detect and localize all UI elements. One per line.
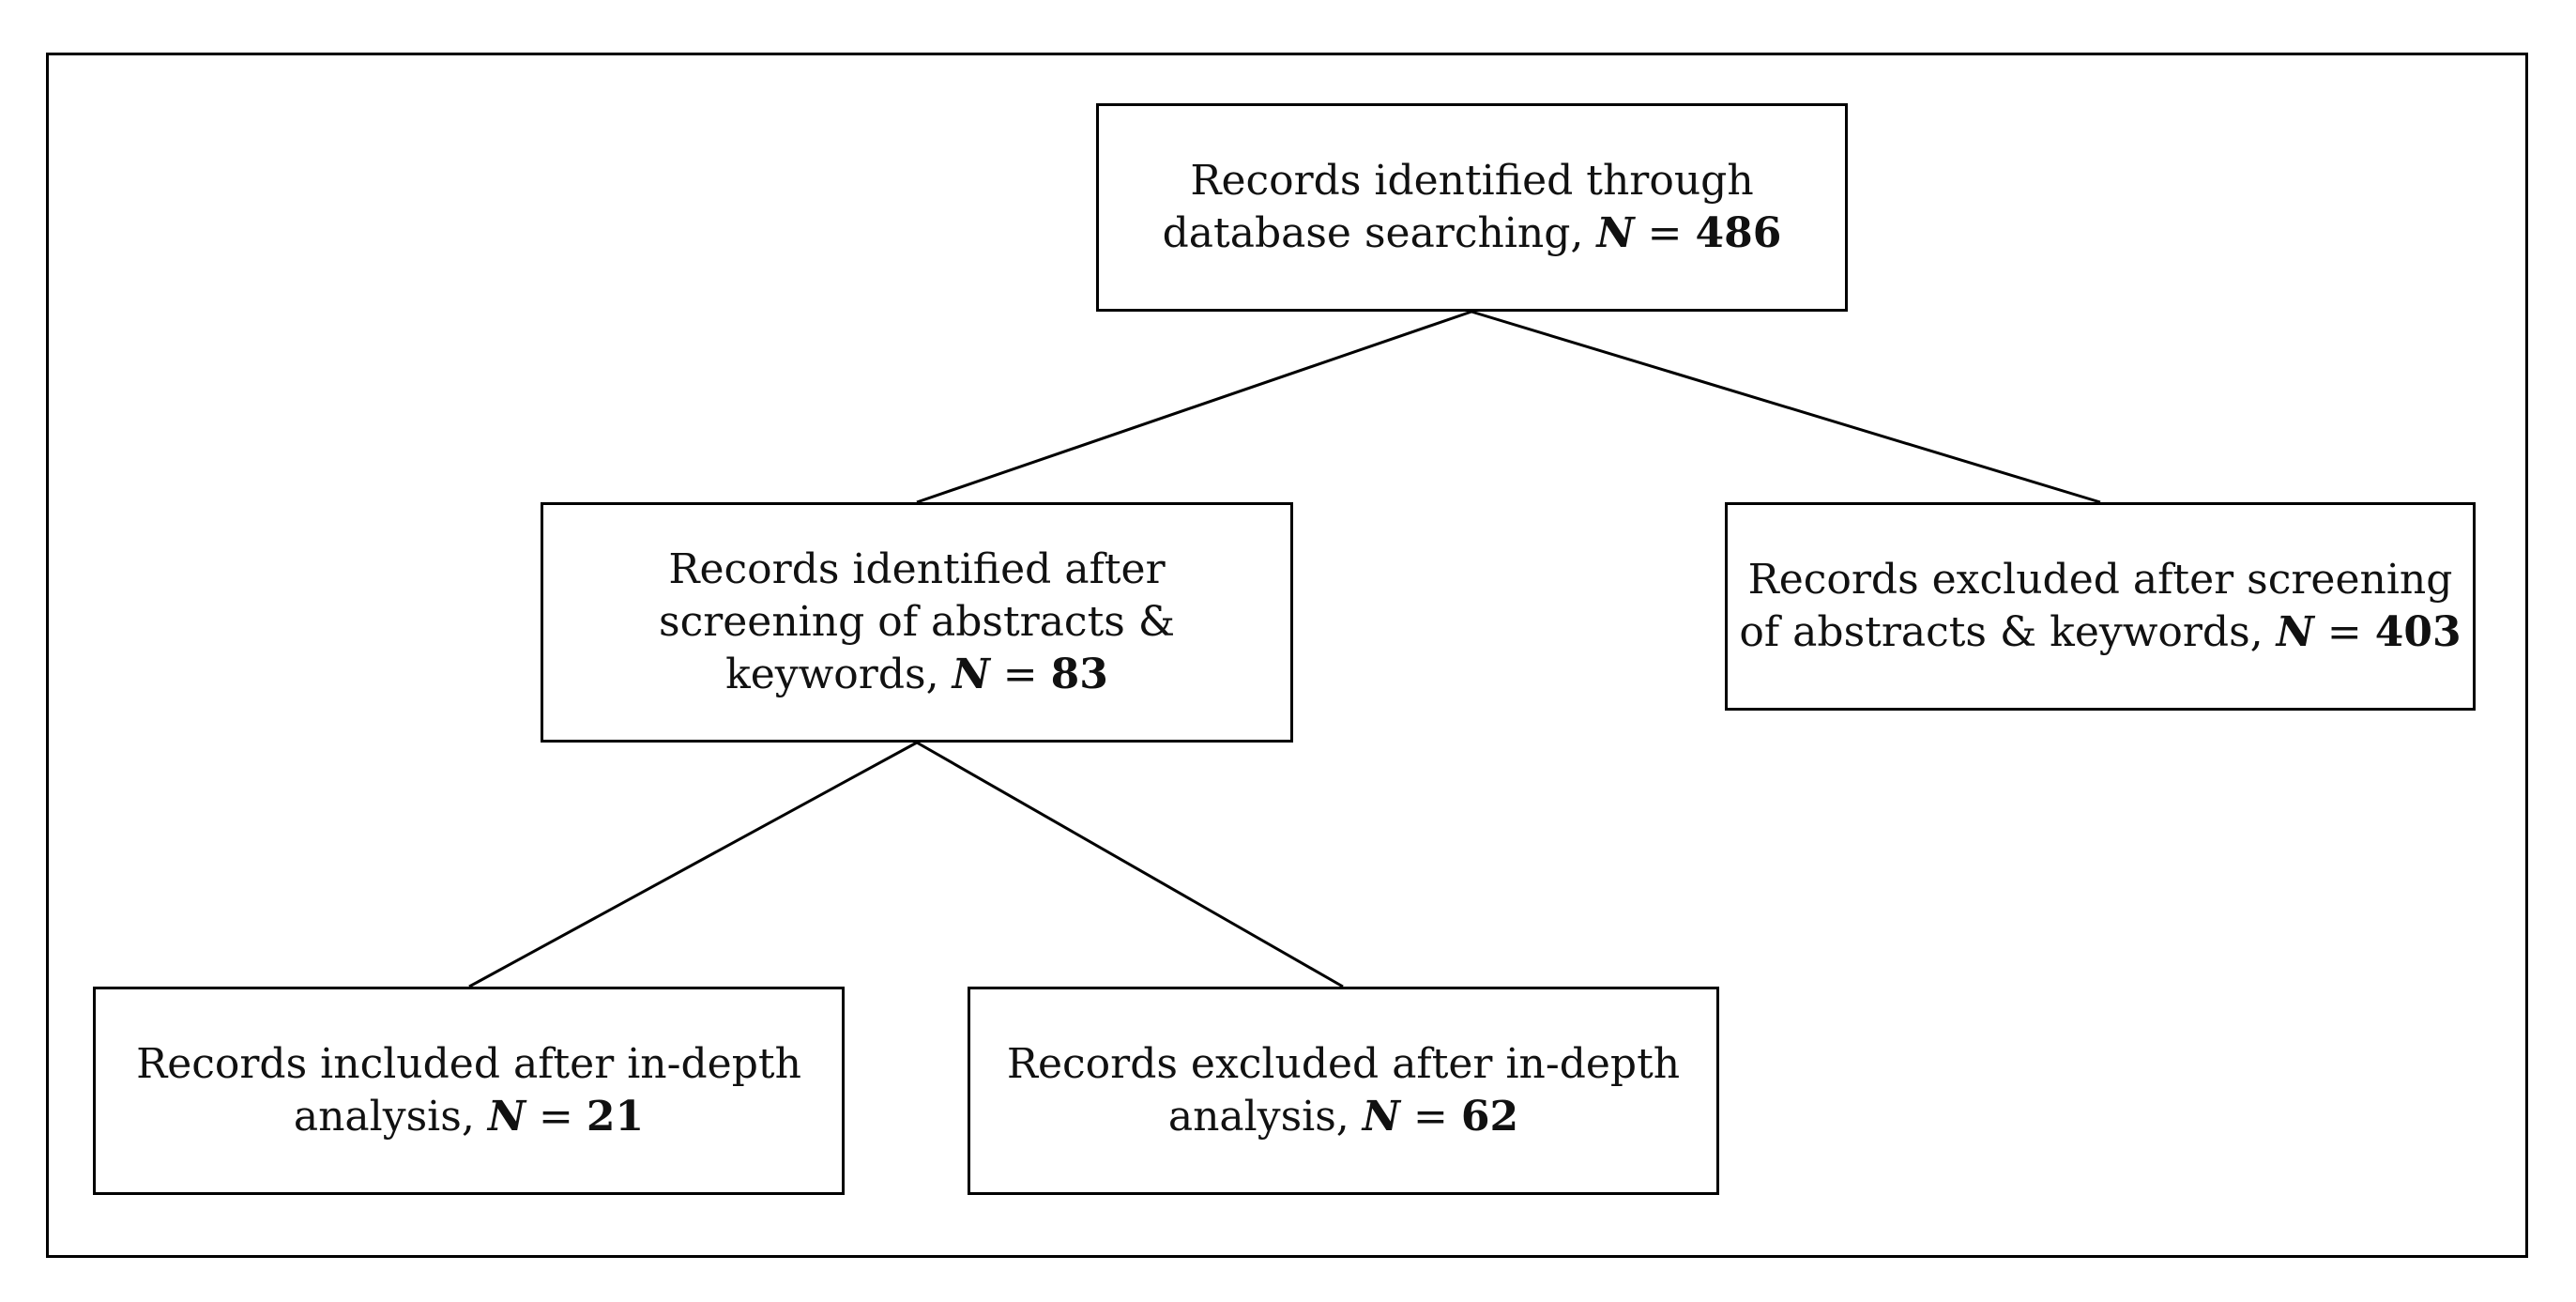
node-text: keywords,	[725, 651, 939, 699]
node-text-line: database searching, N = 486	[1163, 207, 1782, 260]
n-symbol: N	[1596, 209, 1635, 257]
edge-screened-to-included	[468, 741, 918, 988]
node-text: analysis,	[1167, 1093, 1349, 1141]
n-symbol: N	[952, 651, 990, 699]
n-value: 403	[2374, 608, 2462, 656]
node-records-identified-database: Records identified through database sear…	[1096, 103, 1848, 312]
n-value: 21	[586, 1093, 645, 1141]
n-equals: =	[1413, 1093, 1448, 1141]
node-text-line: analysis, N = 21	[136, 1091, 801, 1143]
node-text: database searching,	[1162, 209, 1584, 257]
n-symbol: N	[1362, 1093, 1401, 1141]
n-equals: =	[1002, 651, 1038, 699]
edge-screened-to-excluded-depth	[916, 741, 1344, 988]
n-symbol: N	[487, 1093, 526, 1141]
node-text-line: Records identified through	[1190, 156, 1754, 205]
n-value: 62	[1460, 1093, 1519, 1141]
node-records-after-screening: Records identified after screening of ab…	[541, 502, 1293, 743]
edge-search-to-screened	[916, 310, 1472, 504]
n-equals: =	[1647, 209, 1683, 257]
n-equals: =	[2326, 608, 2362, 656]
node-text-line: Records excluded after screening	[1747, 555, 2453, 604]
node-text: analysis,	[293, 1093, 475, 1141]
node-text-line: analysis, N = 62	[1007, 1091, 1680, 1143]
n-value: 83	[1050, 651, 1108, 699]
n-equals: =	[539, 1093, 573, 1141]
node-text-line: Records excluded after in-depth	[1006, 1039, 1681, 1088]
edge-search-to-excluded-screen	[1471, 310, 2101, 504]
node-records-excluded-in-depth: Records excluded after in-depth analysis…	[968, 987, 1719, 1195]
node-records-excluded-screening: Records excluded after screening of abst…	[1725, 502, 2476, 711]
node-text: of abstracts & keywords,	[1739, 608, 2264, 656]
node-text-line: of abstracts & keywords, N = 403	[1739, 606, 2461, 659]
n-value: 486	[1695, 209, 1782, 257]
node-text-line: keywords, N = 83	[659, 649, 1175, 701]
node-records-included-in-depth: Records included after in-depth analysis…	[93, 987, 845, 1195]
node-text-line: Records included after in-depth	[136, 1039, 801, 1088]
n-symbol: N	[2276, 608, 2314, 656]
node-text-line: Records identified after	[668, 544, 1166, 593]
node-text-line: screening of abstracts &	[659, 597, 1175, 646]
